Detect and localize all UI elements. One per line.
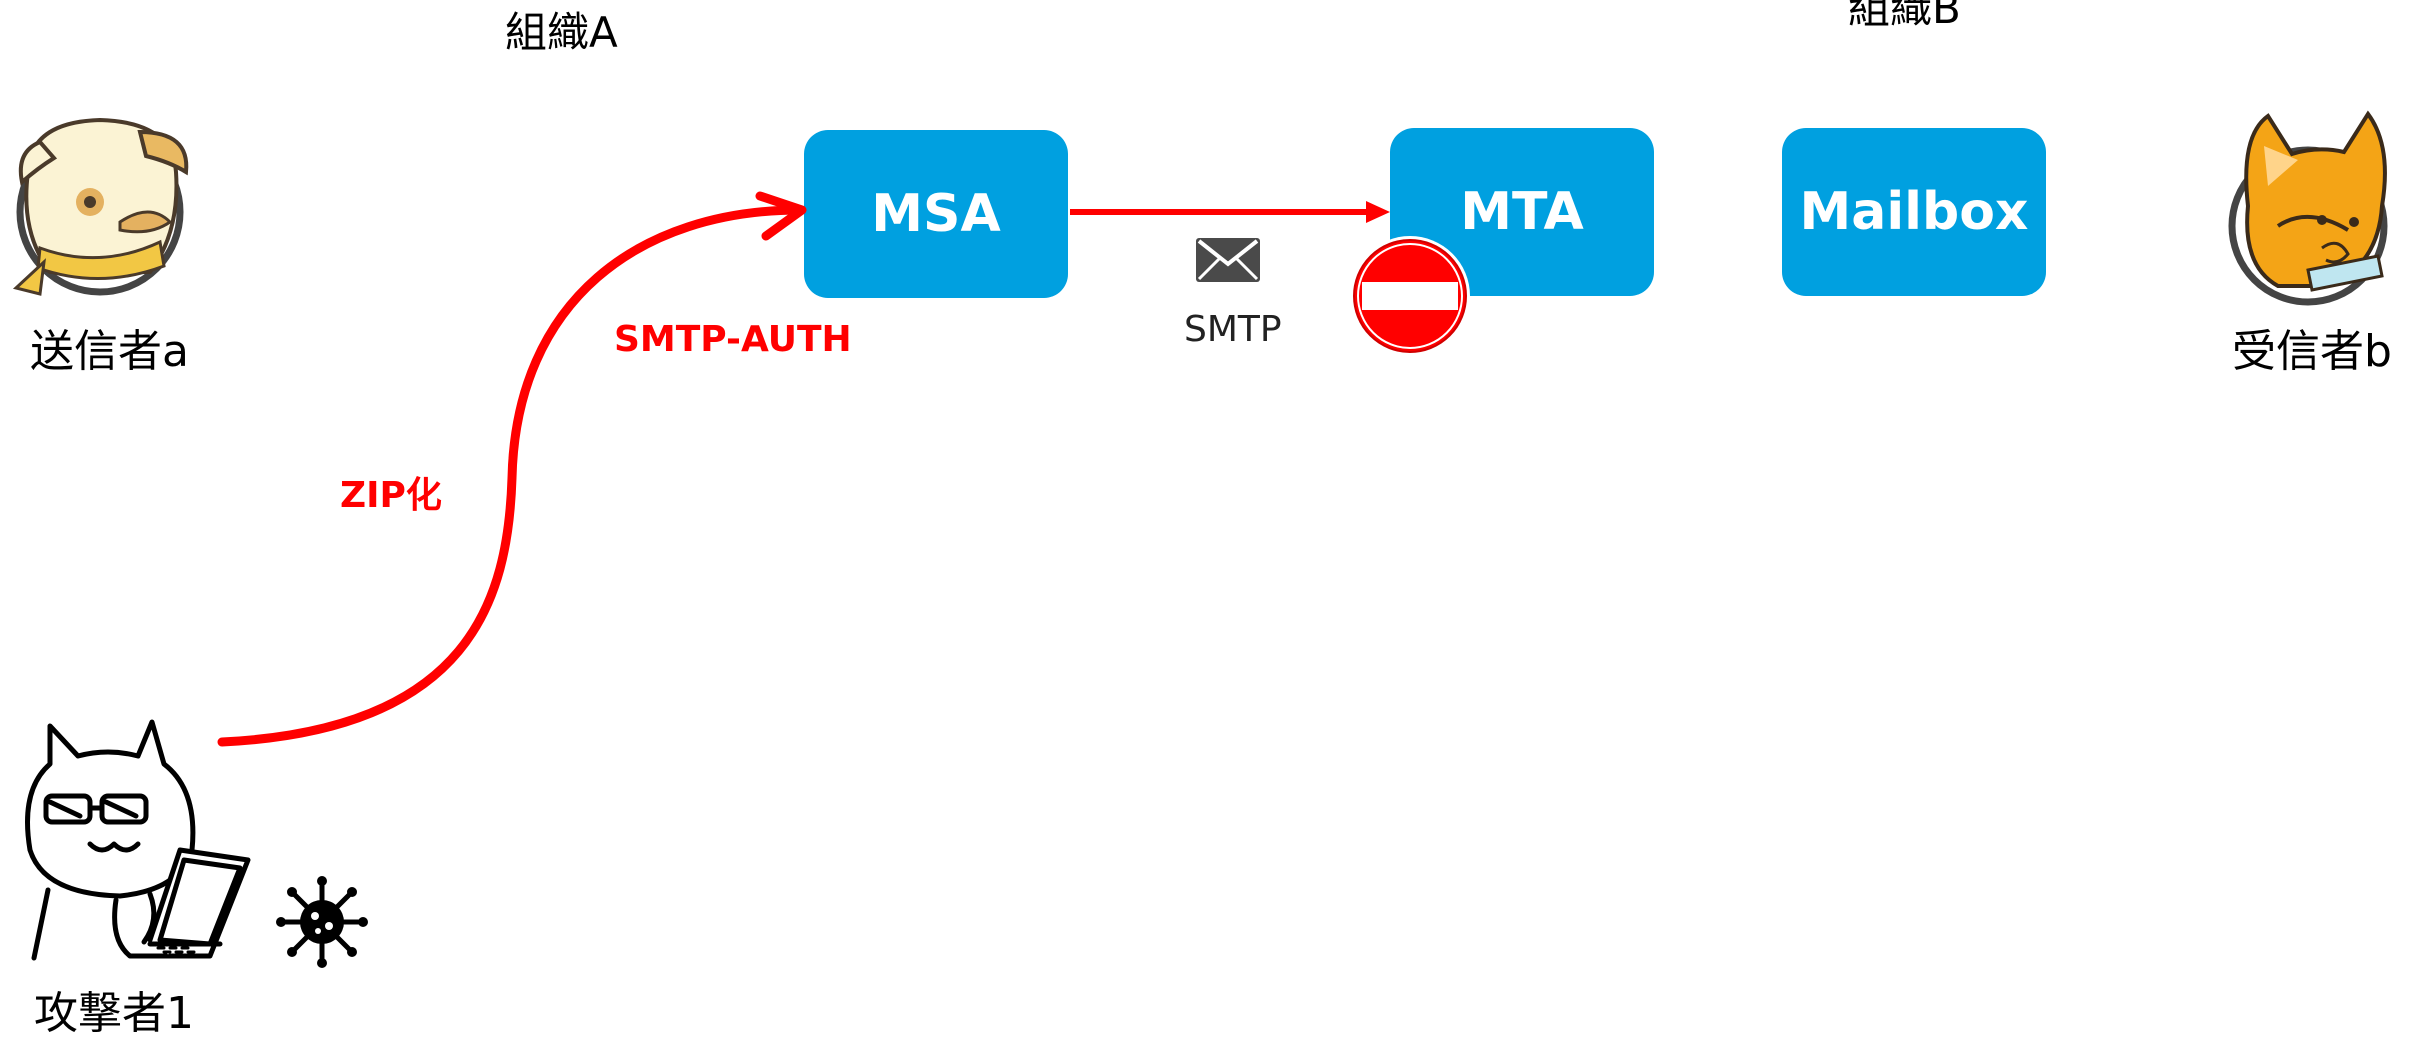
msa-label: MSA (871, 184, 1001, 244)
envelope-icon (1196, 238, 1260, 282)
org-b-label: 組織B (1848, 0, 1961, 33)
smtp-label: SMTP (1184, 309, 1282, 350)
mailbox-server-box[interactable]: Mailbox (1782, 128, 2046, 296)
no-entry-icon (1350, 236, 1470, 356)
sender-avatar (12, 117, 189, 296)
smtp-auth-label: SMTP-AUTH (614, 319, 852, 360)
smtp-arrowhead (1366, 201, 1390, 223)
org-a-label: 組織A (505, 8, 618, 57)
attacker-label: 攻撃者1 (34, 988, 194, 1039)
mailbox-label: Mailbox (1799, 182, 2029, 242)
zip-label: ZIP化 (340, 475, 442, 516)
sender-label: 送信者a (30, 326, 189, 377)
attacker-figure (25, 719, 251, 961)
virus-icon (276, 876, 368, 968)
attack-path-arrowhead (755, 191, 807, 241)
msa-server-box[interactable]: MSA (804, 130, 1068, 298)
receiver-label: 受信者b (2232, 326, 2392, 377)
attack-path-arrow (217, 205, 805, 747)
receiver-avatar (2228, 110, 2388, 306)
mta-label: MTA (1460, 182, 1584, 242)
